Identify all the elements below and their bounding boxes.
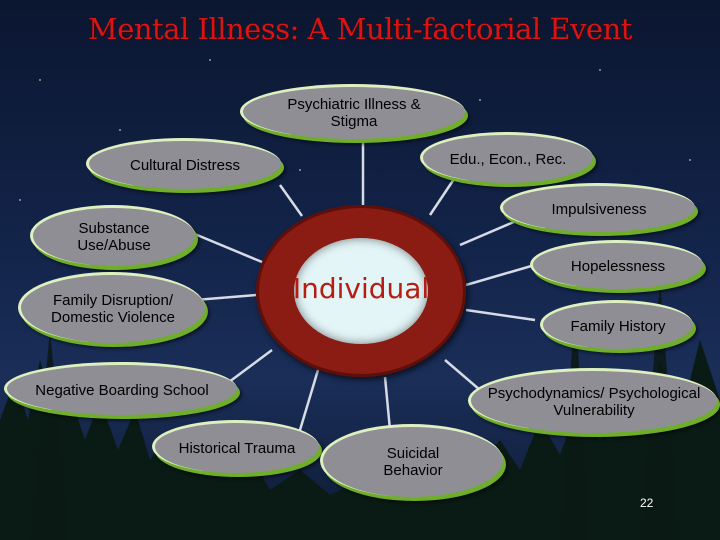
node-family-disruption: Family Disruption/ Domestic Violence (18, 272, 205, 343)
node-impulsiveness: Impulsiveness (500, 183, 695, 232)
node-cultural-distress: Cultural Distress (86, 138, 281, 189)
tree-silhouettes (0, 280, 720, 540)
node-psychiatric-illness: Psychiatric Illness & Stigma (240, 84, 465, 139)
node-negative-boarding-school: Negative Boarding School (4, 362, 237, 415)
node-label: Psychodynamics/ Psychological Vulnerabil… (487, 385, 701, 419)
slide-title: Mental Illness: A Multi-factorial Event (88, 12, 632, 46)
node-suicidal-behavior: Suicidal Behavior (320, 424, 503, 497)
node-label: Impulsiveness (551, 200, 647, 218)
node-label: Family Disruption/ Domestic Violence (51, 292, 175, 326)
node-label: Suicidal Behavior (383, 445, 443, 479)
node-hopelessness: Hopelessness (530, 240, 703, 289)
node-label: Hopelessness (570, 257, 666, 275)
node-label: Family History (570, 317, 666, 335)
node-psychodynamics: Psychodynamics/ Psychological Vulnerabil… (468, 368, 717, 433)
node-edu-econ-rec: Edu., Econ., Rec. (420, 132, 593, 183)
node-label: Substance Use/Abuse (77, 220, 151, 254)
center-label: Individual (292, 272, 430, 305)
connector-lines (184, 130, 546, 431)
node-label: Cultural Distress (129, 156, 241, 174)
node-historical-trauma: Historical Trauma (152, 420, 319, 473)
node-label: Edu., Econ., Rec. (449, 150, 567, 168)
node-label: Negative Boarding School (35, 381, 209, 399)
node-label: Psychiatric Illness & Stigma (287, 96, 421, 130)
center-circle (294, 238, 428, 344)
node-label: Historical Trauma (178, 439, 296, 457)
node-family-history: Family History (540, 300, 693, 349)
page-number: 22 (640, 496, 654, 510)
node-substance-use: Substance Use/Abuse (30, 205, 195, 266)
